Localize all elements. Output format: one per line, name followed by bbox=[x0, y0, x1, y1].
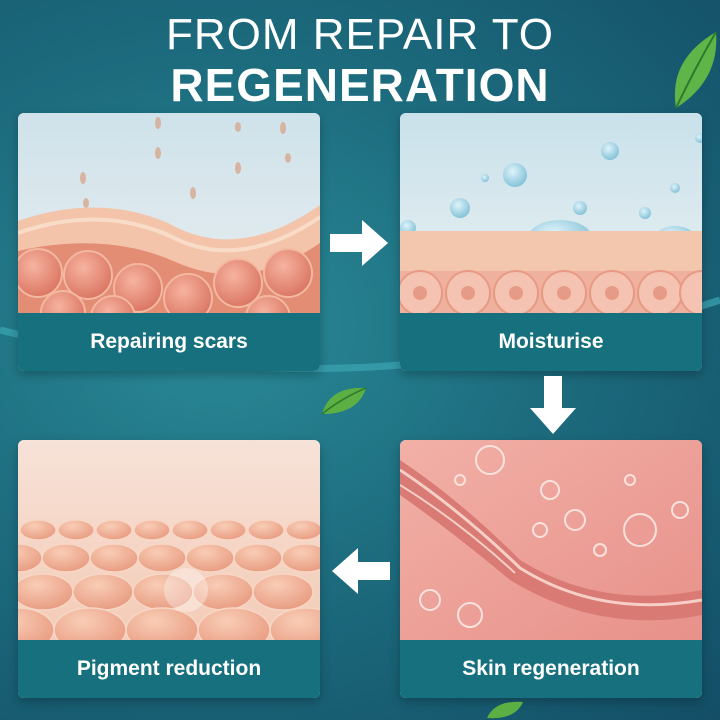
skin-regeneration-illustration bbox=[400, 440, 702, 640]
step-caption: Pigment reduction bbox=[18, 640, 320, 698]
arrow-left-icon bbox=[332, 548, 390, 594]
page-title-line1: FROM REPAIR TO bbox=[165, 10, 555, 59]
leaf-icon bbox=[487, 701, 523, 719]
step-card-pigment-reduction: Pigment reduction bbox=[18, 440, 320, 698]
step-caption: Skin regeneration bbox=[400, 640, 702, 698]
step-caption: Moisturise bbox=[400, 313, 702, 371]
leaf-icon bbox=[674, 31, 717, 109]
leaf-icon bbox=[321, 387, 367, 415]
moisturise-illustration bbox=[400, 113, 702, 313]
arrow-right-icon bbox=[330, 220, 388, 266]
step-card-moisturise: Moisturise bbox=[400, 113, 702, 371]
step-card-repairing-scars: Repairing scars bbox=[18, 113, 320, 371]
repairing-scars-illustration bbox=[18, 113, 320, 313]
step-caption: Repairing scars bbox=[18, 313, 320, 371]
pigment-reduction-illustration bbox=[18, 440, 320, 640]
arrow-down-icon bbox=[530, 376, 576, 434]
page-title-line2: REGENERATION bbox=[170, 59, 550, 111]
step-card-skin-regeneration: Skin regeneration bbox=[400, 440, 702, 698]
